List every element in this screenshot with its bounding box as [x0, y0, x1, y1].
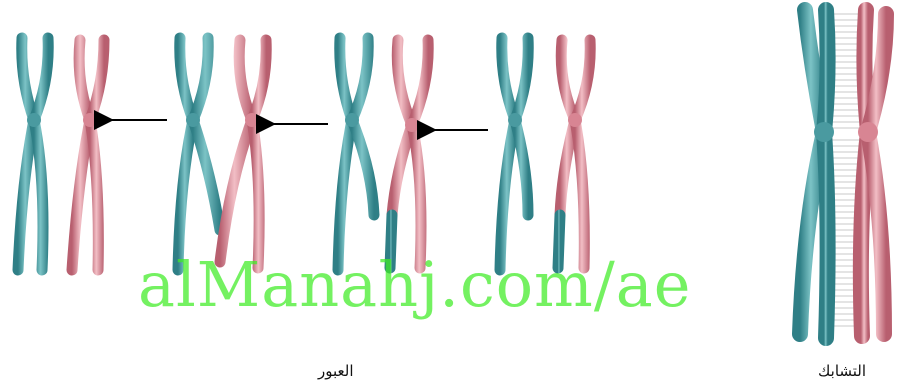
- watermark-text: alManahj.com/ae: [138, 248, 691, 321]
- chromosome-teal: [500, 38, 528, 270]
- chromosome-pink: [558, 40, 590, 268]
- synapsis-label: التشابك: [818, 362, 866, 380]
- chromosome-teal: [18, 38, 48, 270]
- chromosome-teal: [800, 10, 834, 338]
- chromosome-pair-4: [500, 38, 590, 270]
- crossing-over-label: العبور: [318, 362, 354, 380]
- chromosome-pair-2: [178, 38, 266, 270]
- chromosome-pair-1: [18, 38, 104, 270]
- chromosome-pair-3: [338, 38, 428, 270]
- chromosome-teal: [178, 38, 220, 270]
- chromosome-pink: [858, 10, 886, 336]
- chromosome-pink: [220, 40, 266, 268]
- chromosome-pink: [72, 40, 104, 270]
- chromosome-pink: [390, 40, 428, 268]
- synapsis-pair: [800, 10, 886, 338]
- chromosome-teal: [338, 38, 374, 270]
